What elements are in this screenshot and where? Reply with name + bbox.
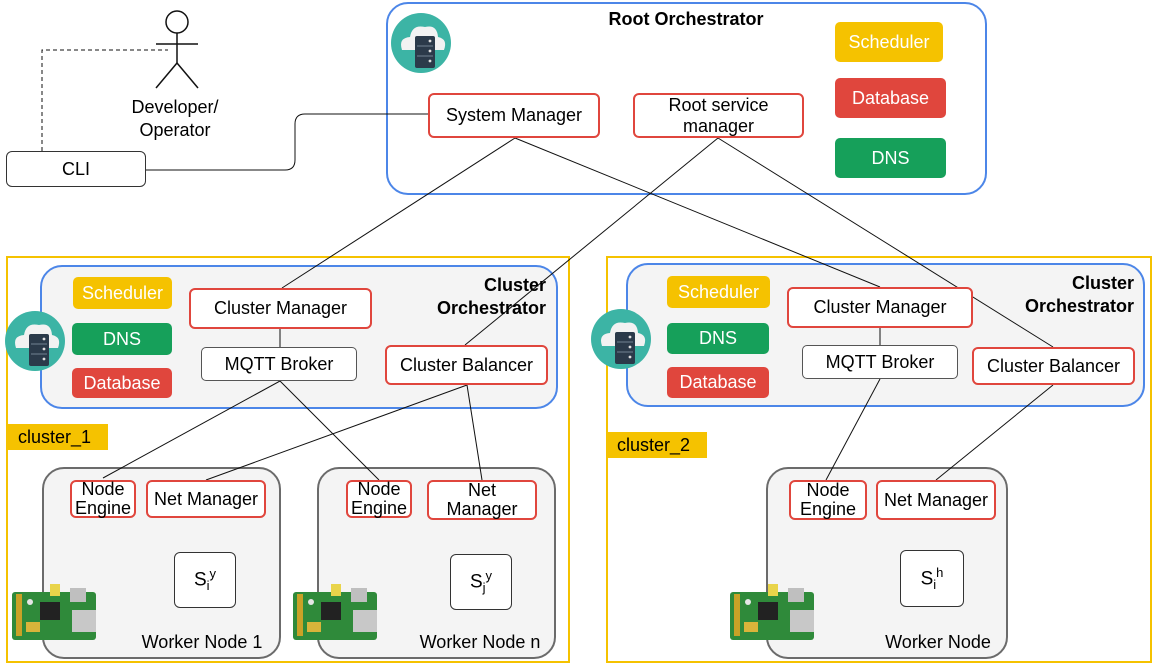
c2-balancer-nm-line [935, 384, 1054, 481]
cluster-2-tag: cluster_2 [607, 432, 707, 458]
worker-c2-service-box: Sih [900, 550, 964, 607]
root-orchestrator-title: Root Orchestrator [608, 9, 764, 29]
cluster-2-title: Cluster Orchestrator [958, 272, 1134, 317]
worker-1-node-engine-box[interactable]: Node Engine [70, 480, 136, 518]
cli-box[interactable]: CLI [6, 151, 146, 187]
worker-n-net-manager-line1: Net [467, 480, 496, 501]
worker-1-node-engine-line1: Node [81, 479, 125, 500]
c1-balancer-nm1-line [205, 384, 468, 481]
developer-label-line2: Operator [139, 120, 211, 140]
root-database-pill: Database [835, 78, 946, 118]
cluster-1-cloud-server-icon [5, 311, 65, 371]
cluster-1-title: Cluster Orchestrator [370, 274, 546, 319]
rsm-balancer1-line [464, 137, 719, 346]
developer-user-icon [155, 10, 199, 89]
worker-n-service-box: Sjy [450, 554, 512, 610]
cluster-2-title-line1: Cluster [1071, 273, 1134, 293]
cluster-2-dns-pill: DNS [667, 323, 769, 354]
cluster-2-cloud-server-icon [591, 309, 651, 369]
worker-1-node-engine-line2: Engine [74, 498, 132, 518]
c2-mqtt-ne-line [825, 378, 881, 481]
worker-1-service-box: Siy [174, 552, 236, 608]
rsm-balancer2-line [717, 137, 1054, 348]
worker-n-node-engine-box[interactable]: Node Engine [346, 480, 412, 518]
cluster-2-balancer-box[interactable]: Cluster Balancer [972, 347, 1135, 385]
sysmgr-cluster1-line [281, 137, 516, 289]
worker-n-net-manager-line2: Manager [446, 499, 518, 519]
cluster-1-title-line1: Cluster [483, 275, 546, 295]
raspberry-pi-board-icon [12, 584, 96, 640]
worker-n-service-sub: j [482, 580, 486, 596]
sysmgr-cluster2-line [514, 137, 881, 288]
cluster-2-manager-box[interactable]: Cluster Manager [787, 287, 973, 328]
worker-1-label: Worker Node 1 [141, 632, 263, 652]
cluster-2-title-line2: Orchestrator [1024, 295, 1134, 316]
cluster-1-title-line2: Orchestrator [436, 297, 546, 318]
worker-n-service-sup: y [485, 568, 493, 584]
cluster-2-mqtt-broker-box[interactable]: MQTT Broker [802, 345, 958, 379]
root-scheduler-pill: Scheduler [835, 22, 943, 62]
worker-1-service-sub: i [206, 578, 210, 594]
system-manager-box[interactable]: System Manager [428, 93, 600, 138]
worker-c2-node-engine-box[interactable]: Node Engine [789, 480, 867, 520]
worker-c2-node-engine-line2: Engine [799, 499, 857, 519]
root-service-manager-line2: manager [682, 115, 755, 136]
worker-1-service-base: S [193, 569, 207, 591]
cluster-1-database-pill: Database [72, 368, 172, 398]
c1-mqtt-ne1-line [102, 380, 281, 479]
cluster-1-tag: cluster_1 [8, 424, 108, 450]
developer-label-line1: Developer/ [131, 97, 219, 117]
cluster-1-dns-pill: DNS [72, 323, 172, 355]
cluster-1-scheduler-pill: Scheduler [73, 277, 172, 309]
root-dns-pill: DNS [835, 138, 946, 178]
worker-n-label: Worker Node n [419, 632, 541, 652]
worker-n-net-manager-box[interactable]: Net Manager [427, 480, 537, 520]
worker-c2-node-engine-line1: Node [806, 480, 850, 501]
c1-balancer-nmn-line [466, 384, 483, 481]
cluster-1-manager-box[interactable]: Cluster Manager [189, 288, 372, 329]
worker-1-net-manager-box[interactable]: Net Manager [146, 480, 266, 518]
raspberry-pi-board-icon [730, 584, 814, 640]
c1-mqtt-nen-line [279, 380, 380, 481]
root-service-manager-box[interactable]: Root service manager [633, 93, 804, 138]
worker-c2-service-base: S [920, 568, 934, 590]
worker-c2-label: Worker Node [885, 632, 991, 652]
cluster-1-balancer-box[interactable]: Cluster Balancer [385, 345, 548, 385]
worker-n-node-engine-line1: Node [357, 479, 401, 500]
raspberry-pi-board-icon [293, 584, 377, 640]
cli-system-manager-line [146, 113, 428, 171]
cluster-1-mqtt-broker-box[interactable]: MQTT Broker [201, 347, 357, 381]
worker-n-service-base: S [469, 571, 483, 593]
worker-c2-service-sub: i [933, 577, 937, 593]
worker-n-node-engine-line2: Engine [350, 498, 408, 518]
root-cloud-server-icon [391, 13, 451, 73]
developer-label: Developer/ Operator [110, 96, 240, 142]
worker-1-service-sup: y [209, 566, 217, 582]
root-service-manager-line1: Root service [668, 94, 769, 115]
cluster-2-database-pill: Database [667, 367, 769, 398]
user-cli-dashed-line [41, 49, 168, 151]
worker-c2-service-sup: h [936, 564, 944, 580]
cluster-2-scheduler-pill: Scheduler [667, 276, 770, 308]
worker-c2-net-manager-box[interactable]: Net Manager [876, 480, 996, 520]
